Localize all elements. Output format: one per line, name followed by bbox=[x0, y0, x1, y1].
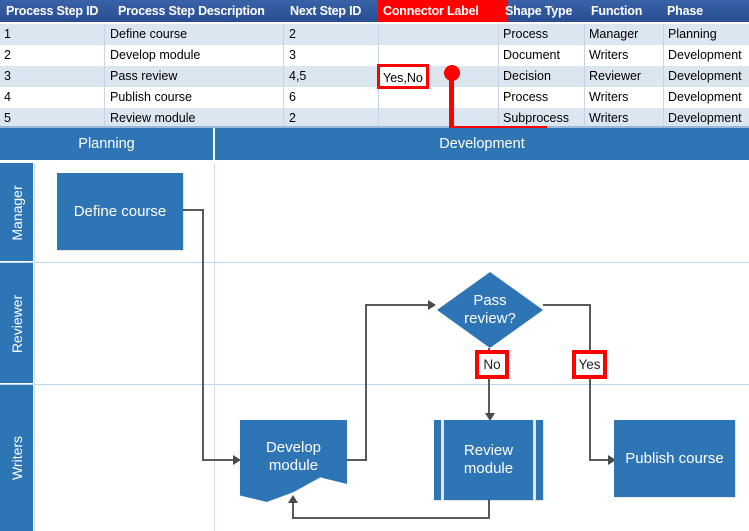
table-header-phase[interactable]: Phase bbox=[667, 4, 703, 18]
table-header-connector-label[interactable]: Connector Label bbox=[378, 0, 508, 22]
cell-process-step-description: Review module bbox=[110, 111, 196, 125]
table-header-underline bbox=[0, 22, 749, 24]
annotation-dot-source bbox=[444, 65, 460, 81]
node-publish-course[interactable]: Publish course bbox=[614, 420, 735, 497]
table-bottom-rule bbox=[0, 126, 749, 128]
cell-phase: Development bbox=[668, 111, 742, 125]
cell-next-step-id: 2 bbox=[289, 111, 296, 125]
cell-function: Writers bbox=[589, 90, 629, 104]
cell-shape-type: Process bbox=[503, 90, 549, 104]
arrowhead-into-review-module bbox=[485, 413, 495, 421]
table-header-row: Process Step ID Process Step Description… bbox=[0, 0, 749, 22]
arrowhead-into-publish-course bbox=[608, 455, 616, 465]
lane-header-reviewer[interactable]: Reviewer bbox=[0, 263, 33, 385]
phase-header-development[interactable]: Development bbox=[215, 128, 749, 160]
table-header-process-step-id[interactable]: Process Step ID bbox=[6, 4, 99, 18]
cell-shape-type: Subprocess bbox=[503, 111, 570, 125]
table-row[interactable]: 5 Review module 2 Subprocess Writers Dev… bbox=[0, 108, 749, 129]
cell-next-step-id: 3 bbox=[289, 48, 296, 62]
connector-review-to-develop-seg3 bbox=[292, 502, 294, 518]
connector-develop-to-pass-seg2 bbox=[365, 304, 367, 460]
decision-shape-icon bbox=[437, 272, 543, 348]
cell-process-step-id: 5 bbox=[4, 111, 11, 125]
connector-develop-to-pass-seg3 bbox=[365, 304, 431, 306]
node-review-module-label: Review module bbox=[463, 442, 514, 477]
cell-phase: Planning bbox=[668, 27, 717, 41]
process-steps-table: Process Step ID Process Step Description… bbox=[0, 0, 749, 129]
table-row[interactable]: 1 Define course 2 Process Manager Planni… bbox=[0, 24, 749, 46]
cell-shape-type: Document bbox=[503, 48, 560, 62]
cell-process-step-description: Develop module bbox=[110, 48, 201, 62]
lane-header-manager[interactable]: Manager bbox=[0, 163, 33, 263]
connector-yes-to-publish-seg2 bbox=[589, 304, 591, 460]
swimlane-diagram: Planning Development Manager Reviewer Wr… bbox=[0, 128, 749, 531]
cell-next-step-id: 4,5 bbox=[289, 69, 307, 83]
cell-shape-type: Decision bbox=[503, 69, 551, 83]
highlighted-connector-label-cell[interactable]: Yes,No bbox=[377, 64, 429, 89]
lane-header-manager-label: Manager bbox=[8, 185, 25, 241]
cell-process-step-description: Publish course bbox=[110, 90, 192, 104]
connector-review-to-develop-seg2 bbox=[292, 517, 490, 519]
cell-function: Manager bbox=[589, 27, 639, 41]
connector-label-no[interactable]: No bbox=[475, 350, 509, 379]
annotation-stem-source bbox=[449, 72, 454, 92]
arrowhead-into-pass-review bbox=[428, 300, 436, 310]
connector-define-to-develop-seg2 bbox=[202, 209, 204, 460]
cell-process-step-id: 2 bbox=[4, 48, 11, 62]
cell-phase: Development bbox=[668, 90, 742, 104]
connector-define-to-develop-seg1 bbox=[183, 209, 204, 211]
arrowhead-into-develop-module-loop bbox=[288, 495, 298, 503]
lane-divider-reviewer-writers bbox=[0, 384, 749, 385]
phase-header-planning[interactable]: Planning bbox=[0, 128, 213, 160]
annotation-stem-vertical-upper bbox=[449, 88, 454, 129]
node-publish-course-label: Publish course bbox=[625, 449, 724, 467]
table-header-next-step-id[interactable]: Next Step ID bbox=[290, 4, 362, 18]
lane-header-writers[interactable]: Writers bbox=[0, 385, 33, 531]
cell-function: Writers bbox=[589, 111, 629, 125]
cell-function: Reviewer bbox=[589, 69, 642, 83]
connector-label-no-text: No bbox=[483, 357, 501, 372]
lane-divider-manager-reviewer bbox=[0, 262, 749, 263]
lane-header-reviewer-label: Reviewer bbox=[8, 294, 25, 354]
connector-review-to-develop-seg1 bbox=[488, 500, 490, 519]
cell-next-step-id: 2 bbox=[289, 27, 296, 41]
connector-develop-to-pass-seg1 bbox=[347, 459, 367, 461]
node-define-course-label: Define course bbox=[73, 202, 167, 220]
lane-label-border bbox=[34, 163, 35, 531]
connector-yes-to-publish-seg1 bbox=[543, 304, 591, 306]
table-row[interactable]: 4 Publish course 6 Process Writers Devel… bbox=[0, 87, 749, 109]
node-define-course[interactable]: Define course bbox=[57, 173, 183, 250]
node-pass-review[interactable]: Pass review? bbox=[437, 272, 543, 348]
connector-label-yes-text: Yes bbox=[578, 357, 601, 372]
phase-separator bbox=[213, 128, 215, 160]
lane-header-writers-label: Writers bbox=[8, 435, 25, 481]
cell-process-step-description: Pass review bbox=[110, 69, 178, 83]
cell-process-step-id: 1 bbox=[4, 27, 11, 41]
cell-next-step-id: 6 bbox=[289, 90, 296, 104]
table-header-process-step-description[interactable]: Process Step Description bbox=[118, 4, 265, 18]
highlighted-connector-label-text: Yes,No bbox=[383, 71, 423, 85]
connector-no-to-review-seg1 bbox=[488, 348, 490, 418]
connector-yes-to-publish-seg3 bbox=[589, 459, 611, 461]
node-develop-module[interactable]: Develop module bbox=[240, 420, 347, 502]
cell-process-step-description: Define course bbox=[110, 27, 188, 41]
table-row[interactable]: 2 Develop module 3 Document Writers Deve… bbox=[0, 45, 749, 67]
connector-label-yes[interactable]: Yes bbox=[572, 350, 607, 379]
arrowhead-into-develop-module bbox=[233, 455, 241, 465]
subprocess-bar-right bbox=[533, 420, 536, 500]
table-header-shape-type[interactable]: Shape Type bbox=[505, 4, 573, 18]
table-row[interactable]: 3 Pass review 4,5 Decision Reviewer Deve… bbox=[0, 66, 749, 88]
cell-process-step-id: 3 bbox=[4, 69, 11, 83]
document-shape-icon bbox=[240, 420, 347, 502]
cell-phase: Development bbox=[668, 69, 742, 83]
cell-shape-type: Process bbox=[503, 27, 549, 41]
cell-process-step-id: 4 bbox=[4, 90, 11, 104]
table-header-function[interactable]: Function bbox=[591, 4, 643, 18]
phase-column-divider bbox=[214, 163, 215, 531]
connector-define-to-develop-seg3 bbox=[202, 459, 235, 461]
node-review-module[interactable]: Review module bbox=[434, 420, 543, 500]
cell-phase: Development bbox=[668, 48, 742, 62]
cell-function: Writers bbox=[589, 48, 629, 62]
subprocess-bar-left bbox=[441, 420, 444, 500]
